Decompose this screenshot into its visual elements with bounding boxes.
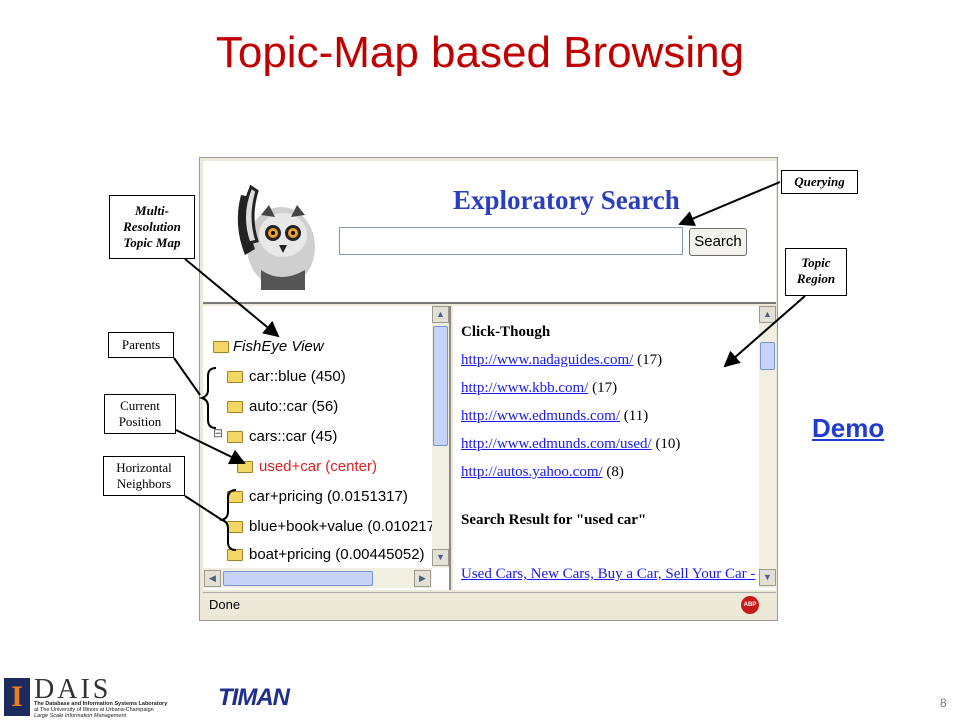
scroll-up-icon[interactable]: ▲ xyxy=(759,306,776,323)
demo-link[interactable]: Demo xyxy=(812,413,885,443)
topic-region-arrow xyxy=(723,295,806,368)
topic-map-pane[interactable]: FishEye View car::blue (450) auto::car (… xyxy=(203,306,451,590)
callout-parents: Parents xyxy=(108,332,174,358)
adblock-icon[interactable]: ABP xyxy=(741,596,759,614)
neighbors-brace xyxy=(218,489,237,551)
page-number: 8 xyxy=(940,696,947,710)
scroll-thumb[interactable] xyxy=(433,326,448,446)
scroll-down-icon[interactable]: ▼ xyxy=(759,569,776,586)
scroll-left-icon[interactable]: ◀ xyxy=(204,570,221,587)
multi-resolution-arrow xyxy=(184,258,280,338)
callout-topic-region: Topic Region xyxy=(785,248,847,296)
clickthrough-link[interactable]: http://www.nadaguides.com/ (17) xyxy=(461,352,663,368)
folder-icon xyxy=(227,431,243,443)
exploratory-search-title: Exploratory Search xyxy=(453,185,680,215)
left-horizontal-scrollbar[interactable]: ◀ ▶ xyxy=(203,568,432,588)
querying-arrow xyxy=(678,181,781,226)
parents-arrow xyxy=(173,357,201,396)
folder-icon xyxy=(213,341,229,353)
scroll-down-icon[interactable]: ▼ xyxy=(432,549,449,566)
clickthrough-link[interactable]: http://autos.yahoo.com/ (8) xyxy=(461,464,624,480)
dais-tagline: The Database and Information Systems Lab… xyxy=(34,701,168,719)
scroll-up-icon[interactable]: ▲ xyxy=(432,306,449,323)
scroll-thumb[interactable] xyxy=(760,342,775,370)
callout-multi-resolution: Multi-Resolution Topic Map xyxy=(109,195,195,259)
status-bar: Done ABP xyxy=(203,592,776,618)
callout-current-position: Current Position xyxy=(104,394,176,434)
dais-letters: DAIS xyxy=(34,674,112,705)
dais-logo: I DAIS The Database and Information Syst… xyxy=(4,674,214,719)
browser-screenshot: Exploratory Search Search FishEye View c… xyxy=(199,157,778,621)
clickthrough-heading: Click-Though xyxy=(461,324,551,340)
folder-icon xyxy=(227,371,243,383)
slide-title: Topic-Map based Browsing xyxy=(215,28,745,77)
clickthrough-link[interactable]: http://www.edmunds.com/used/ (10) xyxy=(461,436,681,452)
h-scroll-thumb[interactable] xyxy=(223,571,373,586)
status-text: Done xyxy=(209,597,241,612)
callout-querying: Querying xyxy=(781,170,858,194)
search-input[interactable] xyxy=(339,227,683,255)
folder-icon xyxy=(227,401,243,413)
neighbors-arrow xyxy=(184,495,223,521)
search-frame: Exploratory Search Search xyxy=(203,161,776,304)
topic-region-pane[interactable]: Click-Though http://www.nadaguides.com/ … xyxy=(453,306,776,590)
illinois-logo-icon: I xyxy=(4,678,30,716)
right-vertical-scrollbar[interactable]: ▲ ▼ xyxy=(759,306,776,588)
tree-collapse-toggle[interactable]: ⊟ xyxy=(213,426,224,440)
left-vertical-scrollbar[interactable]: ▲ ▼ xyxy=(432,306,449,568)
clickthrough-link[interactable]: http://www.kbb.com/ (17) xyxy=(461,380,618,396)
clickthrough-link[interactable]: http://www.edmunds.com/ (11) xyxy=(461,408,649,424)
scroll-right-icon[interactable]: ▶ xyxy=(414,570,431,587)
lemur-logo-icon xyxy=(237,184,315,290)
search-button[interactable]: Search xyxy=(689,228,747,256)
search-result-link[interactable]: Used Cars, New Cars, Buy a Car, Sell You… xyxy=(461,566,756,582)
current-position-arrow xyxy=(175,429,246,465)
parents-brace xyxy=(198,367,217,429)
search-result-heading: Search Result for "used car" xyxy=(461,512,647,528)
timan-logo: TIMAN xyxy=(218,684,290,711)
callout-horizontal-neighbors: Horizontal Neighbors xyxy=(103,456,185,496)
